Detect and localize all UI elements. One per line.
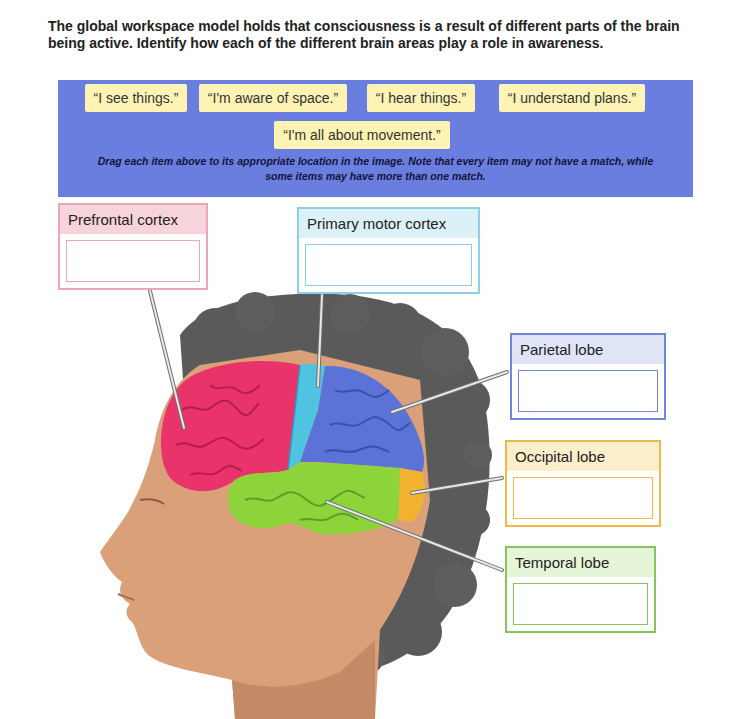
leader-lines	[150, 291, 507, 570]
question-title: The global workspace model holds that co…	[48, 18, 708, 52]
label-header: Prefrontal cortex	[60, 205, 206, 234]
drop-target: Temporal lobe	[505, 546, 656, 633]
hair-curl	[193, 308, 237, 352]
item-text: “I'm aware of space.”	[208, 89, 338, 107]
draggable-item: “I understand plans.”	[499, 84, 645, 112]
leader-line	[318, 295, 322, 386]
label-header: Parietal lobe	[512, 335, 664, 364]
hair-curl	[394, 608, 442, 656]
leader-line	[327, 502, 502, 570]
hair-curl	[421, 328, 469, 376]
temporal-region	[228, 462, 400, 534]
hair-curl	[464, 441, 492, 469]
instruction-text: Drag each item above to its appropriate …	[88, 154, 663, 184]
region-label: Prefrontal cortex	[68, 210, 178, 229]
gyrus-line	[182, 401, 259, 416]
lip-line	[118, 594, 134, 600]
leader-line	[412, 478, 502, 493]
drop-target: Parietal lobe	[510, 333, 666, 420]
drop-area	[518, 370, 658, 412]
gyrus-line	[190, 466, 242, 475]
hair-curl	[330, 294, 370, 334]
label-header: Temporal lobe	[507, 548, 654, 577]
drop-area	[513, 477, 653, 519]
skin	[100, 350, 430, 719]
item-text: “I see things.”	[94, 89, 179, 107]
leader-line	[150, 291, 184, 428]
gyrus-line	[325, 446, 389, 452]
central-sulcus	[288, 365, 300, 470]
gyrus-line	[300, 514, 358, 521]
item-text: “I hear things.”	[376, 89, 466, 107]
draggable-item: “I see things.”	[85, 84, 188, 112]
eyebrow	[140, 499, 164, 504]
leader-line	[392, 372, 507, 412]
drop-target: Occipital lobe	[505, 440, 661, 527]
item-text: “I'm all about movement.”	[283, 126, 441, 144]
leader-line	[150, 291, 184, 428]
region-label: Parietal lobe	[520, 340, 603, 359]
gyri	[325, 390, 410, 452]
leader-line	[318, 295, 322, 386]
drop-area	[66, 240, 200, 282]
item-bank: Drag each item above to its appropriate …	[58, 80, 693, 197]
label-header: Occipital lobe	[507, 442, 659, 471]
drop-area	[305, 244, 472, 286]
occipital-region	[398, 468, 425, 522]
region-label: Primary motor cortex	[307, 214, 446, 233]
leader-line	[412, 478, 502, 493]
leader-line	[327, 502, 502, 570]
gyri	[176, 385, 264, 475]
region-label: Temporal lobe	[515, 553, 609, 572]
draggable-item: “I'm aware of space.”	[199, 84, 347, 112]
hair-curl	[280, 294, 320, 334]
gyrus-line	[245, 491, 365, 506]
gyrus-line	[330, 417, 410, 430]
drop-target: Primary motor cortex	[297, 207, 480, 294]
draggable-item: “I hear things.”	[367, 84, 475, 112]
neck-shadow	[232, 640, 375, 719]
gyrus-line	[176, 438, 264, 449]
hair-curl	[458, 504, 490, 536]
face	[100, 350, 430, 719]
hair-curl	[433, 563, 477, 607]
drop-area	[513, 583, 648, 625]
gyrus-line	[210, 385, 260, 393]
region-label: Occipital lobe	[515, 447, 605, 466]
drop-target: Prefrontal cortex	[58, 203, 208, 290]
gyrus-line	[335, 390, 389, 397]
leader-line	[392, 372, 507, 412]
brain	[161, 361, 425, 534]
item-text: “I understand plans.”	[508, 89, 636, 107]
hair-curl	[235, 292, 275, 332]
hair-curl	[378, 303, 422, 347]
gyri	[245, 491, 365, 521]
label-header: Primary motor cortex	[299, 209, 478, 238]
draggable-item: “I'm all about movement.”	[274, 121, 450, 149]
